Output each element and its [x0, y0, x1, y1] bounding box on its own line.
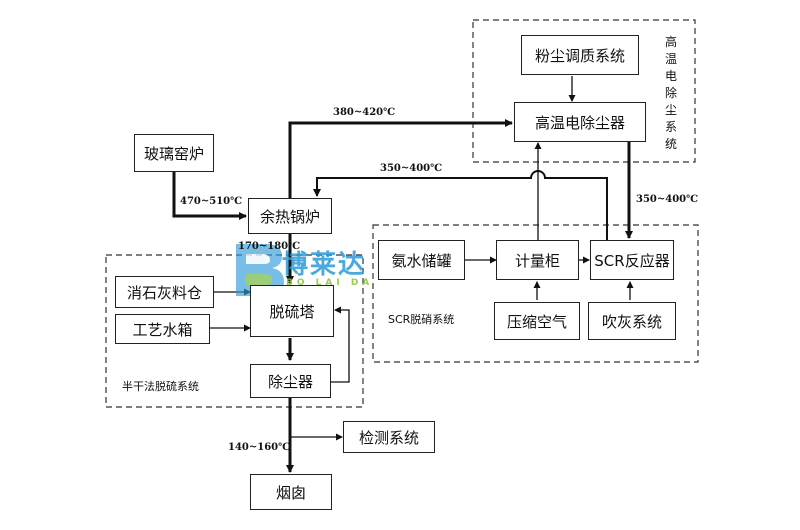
flow-furnace-to-boiler: [172, 171, 247, 220]
box-metering-cabinet: 计量柜: [496, 240, 579, 280]
box-dust-collector: 除尘器: [250, 364, 331, 398]
temp-350-400-return: 350~400℃: [380, 163, 443, 174]
box-hot-esp: 高温电除尘器: [514, 102, 646, 142]
box-waste-heat-boiler: 余热锅炉: [248, 198, 332, 234]
box-scr-reactor: SCR反应器: [590, 240, 674, 280]
logo-text: 博莱达: [282, 250, 367, 280]
label-semi-dry-system: 半干法脱硫系统: [122, 380, 199, 393]
box-compressed-air: 压缩空气: [494, 302, 580, 340]
temp-170-180: 170~180℃: [238, 241, 301, 252]
group-border-scr: [372, 224, 699, 363]
box-chimney: 烟囱: [250, 474, 332, 510]
box-desulfurization-tower: 脱硫塔: [250, 285, 334, 337]
box-lime-silo: 消石灰料仓: [115, 276, 214, 308]
label-scr-system: SCR脱硝系统: [388, 313, 455, 326]
box-process-water: 工艺水箱: [115, 314, 210, 344]
box-glass-furnace: 玻璃窑炉: [134, 134, 214, 172]
box-ammonia-tank: 氨水储罐: [378, 240, 465, 280]
temp-350-400-scr: 350~400℃: [636, 194, 699, 205]
box-dust-conditioning: 粉尘调质系统: [521, 35, 639, 75]
box-soot-blowing: 吹灰系统: [588, 302, 676, 340]
company-logo-icon: [236, 244, 284, 296]
group-border-semi-dry: [105, 254, 364, 408]
group-border-hot-esp: [472, 19, 696, 163]
logo-subtext: BO LAI DA: [286, 278, 374, 288]
flow-scr-to-boiler: [313, 170, 608, 240]
label-hot-esp-system: 高温电除尘系统: [664, 35, 677, 151]
temp-140-160: 140~160℃: [228, 442, 291, 453]
flow-recycle-to-tower: [331, 306, 350, 383]
box-monitoring-system: 检测系统: [343, 421, 435, 453]
temp-470-510: 470~510℃: [180, 196, 243, 207]
flow-boiler-to-esp: [288, 119, 513, 200]
temp-380-420: 380~420℃: [333, 107, 396, 118]
